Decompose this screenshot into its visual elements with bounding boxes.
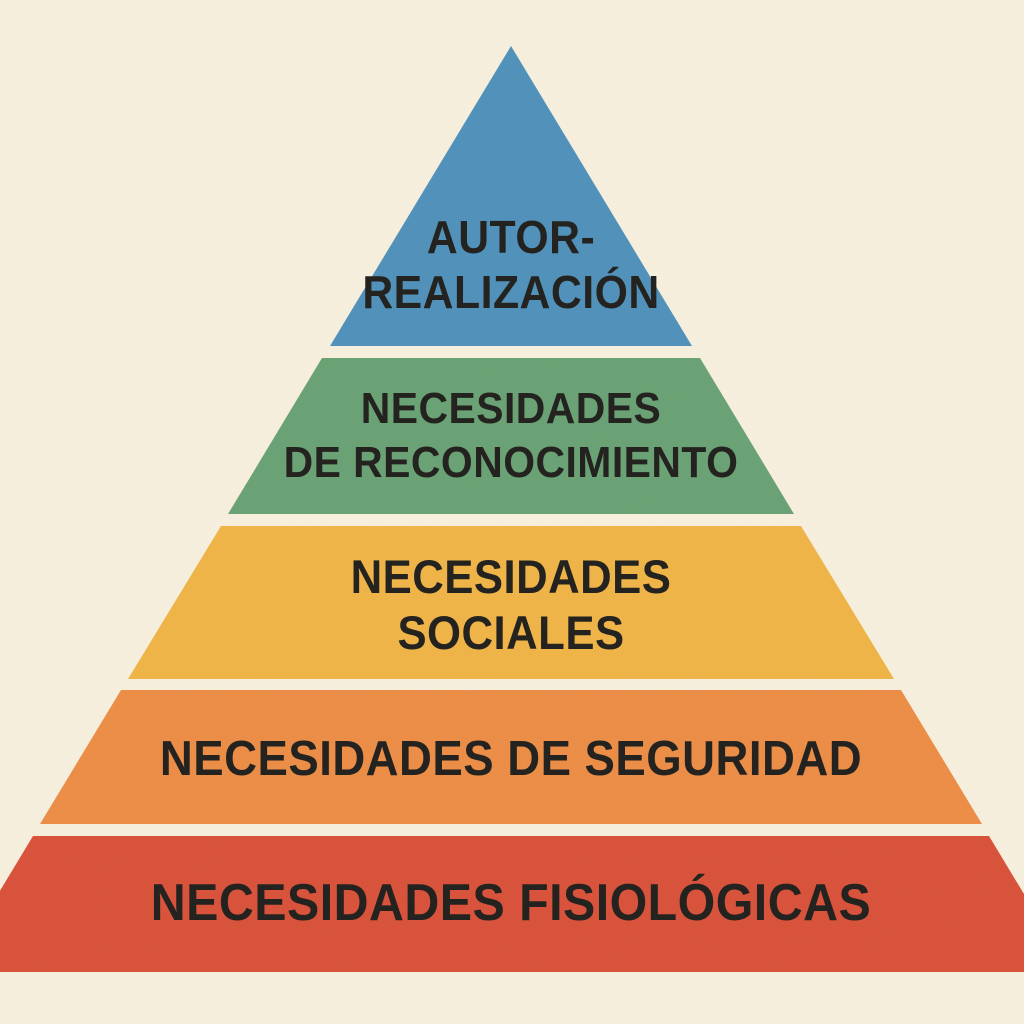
tier-label-sociales-line-2: SOCIALES: [397, 607, 624, 660]
tier-shape-reconocimiento: [228, 358, 794, 514]
tier-label-fisiologicas-line-1: NECESIDADES FISIOLÓGICAS: [151, 873, 871, 931]
tier-label-reconocimiento-line-1: NECESIDADES: [361, 385, 662, 434]
tier-label-autorrealizacion-line-2: REALIZACIÓN: [362, 267, 659, 319]
tier-label-sociales-line-1: NECESIDADES: [351, 551, 672, 604]
tier-shape-autorrealizacion: [330, 46, 692, 346]
tier-label-seguridad-line-1: NECESIDADES DE SEGURIDAD: [160, 732, 862, 787]
tier-shape-sociales: [128, 526, 894, 679]
tier-shape-seguridad: [40, 690, 982, 824]
tier-shape-fisiologicas: [0, 836, 1024, 972]
tier-labels: AUTOR- REALIZACIÓN NECESIDADES DE RECONO…: [151, 213, 871, 932]
tier-label-autorrealizacion-line-1: AUTOR-: [427, 213, 595, 264]
tier-label-reconocimiento-line-2: DE RECONOCIMIENTO: [284, 439, 739, 488]
